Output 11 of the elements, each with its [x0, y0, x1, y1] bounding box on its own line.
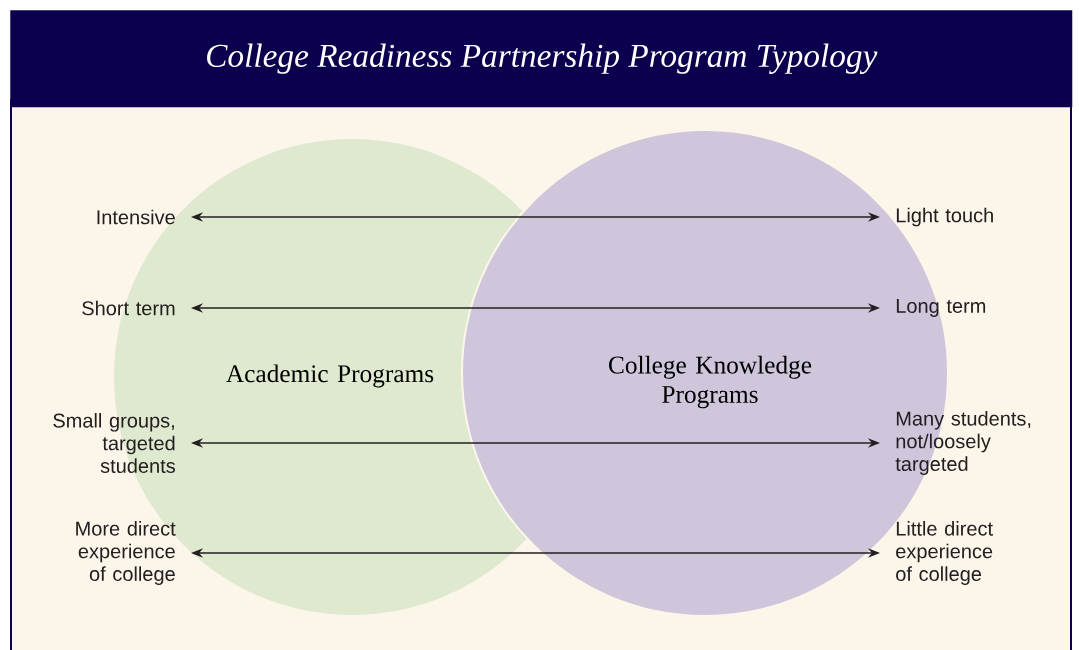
scale-label: More direct experience of college	[76, 521, 176, 585]
scale-label: Long term	[896, 299, 986, 317]
scale-label: Many students, not/loosely targeted	[895, 411, 1031, 475]
scale-label: Intensive	[97, 209, 175, 225]
circle-label: College Knowledge Programs	[609, 355, 812, 409]
circle-label: Academic Programs	[226, 364, 434, 388]
title-banner: College Readiness Partnership Program Typology	[10, 10, 1073, 108]
scale-label: Little direct experience of college	[896, 521, 993, 585]
scale-label: Small groups, targeted students	[53, 413, 175, 473]
scale-label: Short term	[82, 300, 175, 316]
scale-label: Light touch	[896, 207, 993, 227]
